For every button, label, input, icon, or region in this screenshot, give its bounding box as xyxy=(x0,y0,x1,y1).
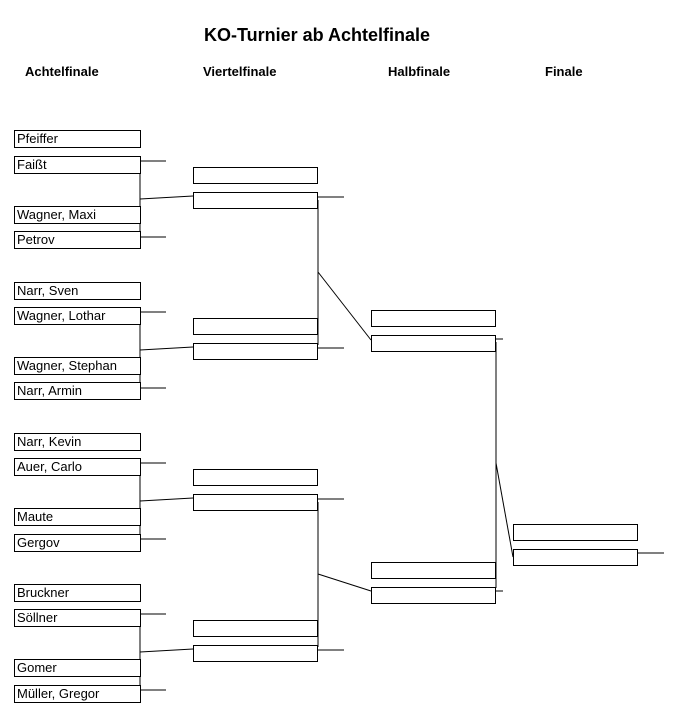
player-slot: Wagner, Lothar xyxy=(14,307,141,325)
round-header-viertelfinale: Viertelfinale xyxy=(203,64,277,79)
player-slot: Narr, Kevin xyxy=(14,433,141,451)
page-title: KO-Turnier ab Achtelfinale xyxy=(203,25,431,45)
player-slot: Wagner, Stephan xyxy=(14,357,141,375)
player-slot: Petrov xyxy=(14,231,141,249)
quarterfinal-slot xyxy=(193,167,318,184)
player-slot: Maute xyxy=(14,508,141,526)
final-slot xyxy=(513,524,638,541)
player-slot: Narr, Sven xyxy=(14,282,141,300)
quarterfinal-slot xyxy=(193,645,318,662)
quarterfinal-slot xyxy=(193,343,318,360)
round-header-finale: Finale xyxy=(545,64,583,79)
semifinal-slot xyxy=(371,562,496,579)
player-slot: Wagner, Maxi xyxy=(14,206,141,224)
final-slot xyxy=(513,549,638,566)
semifinal-slot xyxy=(371,335,496,352)
semifinal-slot xyxy=(371,587,496,604)
player-slot: Bruckner xyxy=(14,584,141,602)
quarterfinal-slot xyxy=(193,318,318,335)
player-slot: Müller, Gregor xyxy=(14,685,141,703)
semifinal-slot xyxy=(371,310,496,327)
round-header-halbfinale: Halbfinale xyxy=(388,64,451,79)
player-slot: Gomer xyxy=(14,659,141,677)
quarterfinal-slot xyxy=(193,494,318,511)
player-slot: Gergov xyxy=(14,534,141,552)
player-slot: Söllner xyxy=(14,609,141,627)
quarterfinal-slot xyxy=(193,620,318,637)
player-slot: Narr, Armin xyxy=(14,382,141,400)
quarterfinal-slot xyxy=(193,469,318,486)
player-slot: Faißt xyxy=(14,156,141,174)
round-header-achtelfinale: Achtelfinale xyxy=(25,64,99,79)
player-slot: Auer, Carlo xyxy=(14,458,141,476)
quarterfinal-slot xyxy=(193,192,318,209)
player-slot: Pfeiffer xyxy=(14,130,141,148)
